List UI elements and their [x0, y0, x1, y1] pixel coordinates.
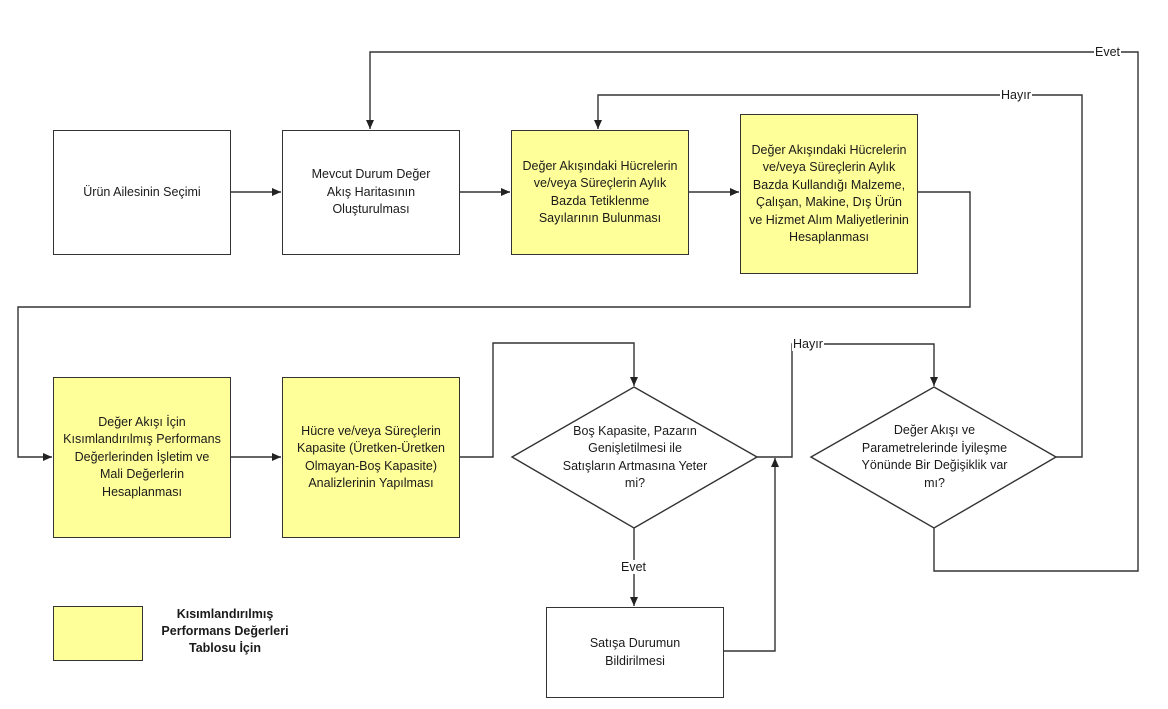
edge-iyilesme-hayir [594, 94, 1083, 458]
edge-label-top-evet: Evet [1094, 45, 1122, 59]
node-maliyet: Değer Akışındaki Hücrelerin ve/veya Süre… [740, 114, 918, 274]
edge-maliyet-to-performans [17, 191, 971, 461]
node-tetiklenme: Değer Akışındaki Hücrelerin ve/veya Süre… [511, 130, 689, 255]
node-satis-bildirim-label: Satışa Durumun Bildirilmesi [589, 636, 681, 668]
decision-iyilesme: Değer Akışı ve Parametrelerinde İyileşme… [857, 412, 1012, 502]
node-urun-ailesi-label: Ürün Ailesinin Seçimi [83, 184, 201, 199]
node-performans: Değer Akışı İçin Kısımlandırılmış Perfor… [53, 377, 231, 538]
node-satis-bildirim: Satışa Durumun Bildirilmesi [546, 607, 724, 698]
node-mevcut-durum-label: Mevcut Durum Değer Akış Haritasının Oluş… [311, 167, 431, 217]
legend-label: Kısımlandırılmış Performans Değerleri Ta… [161, 607, 289, 655]
edge-kapasite-to-bos-kapasite [459, 342, 638, 458]
node-urun-ailesi: Ürün Ailesinin Seçimi [53, 130, 231, 255]
node-tetiklenme-label: Değer Akışındaki Hücrelerin ve/veya Süre… [522, 158, 678, 226]
node-kapasite-label: Hücre ve/veya Süreçlerin Kapasite (Üretk… [297, 423, 445, 491]
legend-swatch [53, 606, 143, 661]
node-kapasite: Hücre ve/veya Süreçlerin Kapasite (Üretk… [282, 377, 460, 538]
edge-label-top-hayir: Hayır [1000, 88, 1032, 102]
edge-iyilesme-evet [366, 51, 1139, 572]
decision-bos-kapasite-shape [510, 386, 759, 529]
decision-iyilesme-label: Değer Akışı ve Parametrelerinde İyileşme… [861, 423, 1008, 490]
edge-satis-to-join [723, 458, 779, 652]
edge-label-bottom-evet: Evet [620, 560, 648, 574]
decision-iyilesme-shape [809, 386, 1058, 529]
node-maliyet-label: Değer Akışındaki Hücrelerin ve/veya Süre… [749, 142, 909, 245]
edge-label-mid-hayir: Hayır [792, 337, 824, 351]
decision-bos-kapasite: Boş Kapasite, Pazarın Genişletilmesi ile… [560, 420, 710, 495]
node-performans-label: Değer Akışı İçin Kısımlandırılmış Perfor… [63, 414, 221, 499]
decision-bos-kapasite-label: Boş Kapasite, Pazarın Genişletilmesi ile… [562, 423, 708, 491]
node-mevcut-durum: Mevcut Durum Değer Akış Haritasının Oluş… [282, 130, 460, 255]
